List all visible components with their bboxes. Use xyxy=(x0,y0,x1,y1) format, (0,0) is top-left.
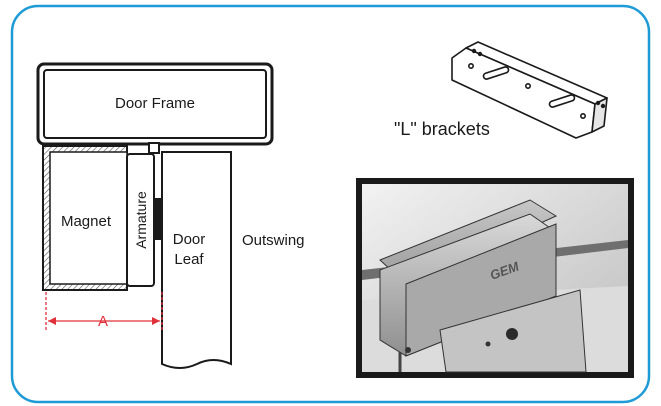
installation-photo: GEM xyxy=(356,178,634,378)
l-brackets-label: "L" brackets xyxy=(394,119,490,139)
magnet: Magnet xyxy=(42,145,128,291)
armature-mount-block xyxy=(154,198,162,240)
armature: Armature xyxy=(126,153,155,287)
frame-stop xyxy=(148,142,160,154)
outswing-label: Outswing xyxy=(242,232,305,249)
magnet-label: Magnet xyxy=(61,213,112,230)
dimension-a xyxy=(45,292,163,330)
door-frame-label: Door Frame xyxy=(115,95,195,112)
armature-label: Armature xyxy=(133,191,149,249)
l-bracket-illustration xyxy=(451,41,608,139)
door-leaf-label-line1: Door xyxy=(173,231,206,248)
door-leaf-label-line2: Leaf xyxy=(174,251,204,268)
door-frame: Door Frame xyxy=(36,62,274,146)
dimension-label: A xyxy=(98,313,108,330)
door-leaf: Door Leaf xyxy=(161,151,232,369)
